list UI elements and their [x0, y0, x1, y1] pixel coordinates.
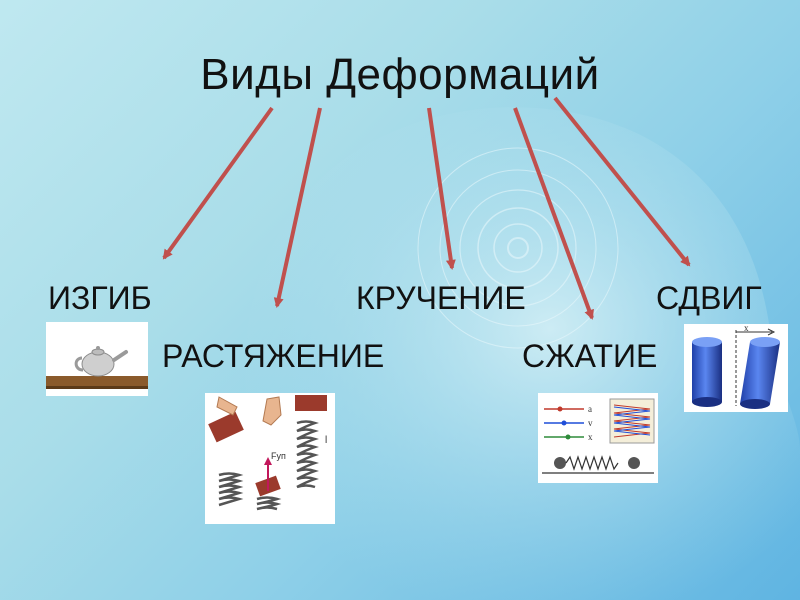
shear-x-label: x [744, 324, 749, 333]
compression-x-label: x [588, 432, 593, 442]
slide-title: Виды Деформаций [0, 50, 800, 100]
label-bending: ИЗГИБ [48, 280, 152, 317]
tension-length-label: l [325, 435, 327, 446]
wave-panel-icon [610, 399, 654, 443]
bending-illustration [46, 322, 148, 396]
compression-illustration: a v x [538, 393, 658, 483]
tension-force-label: Fуп [271, 451, 286, 461]
label-shear: СДВИГ [656, 280, 762, 317]
shear-illustration: x [684, 324, 788, 412]
label-compression: СЖАТИЕ [522, 338, 657, 375]
compression-v-label: v [588, 418, 593, 428]
tension-illustration: Fуп l [205, 393, 335, 524]
compression-a-label: a [588, 404, 592, 414]
label-tension: РАСТЯЖЕНИЕ [162, 338, 384, 375]
cylinder-icon [692, 337, 722, 407]
label-torsion: КРУЧЕНИЕ [356, 280, 526, 317]
